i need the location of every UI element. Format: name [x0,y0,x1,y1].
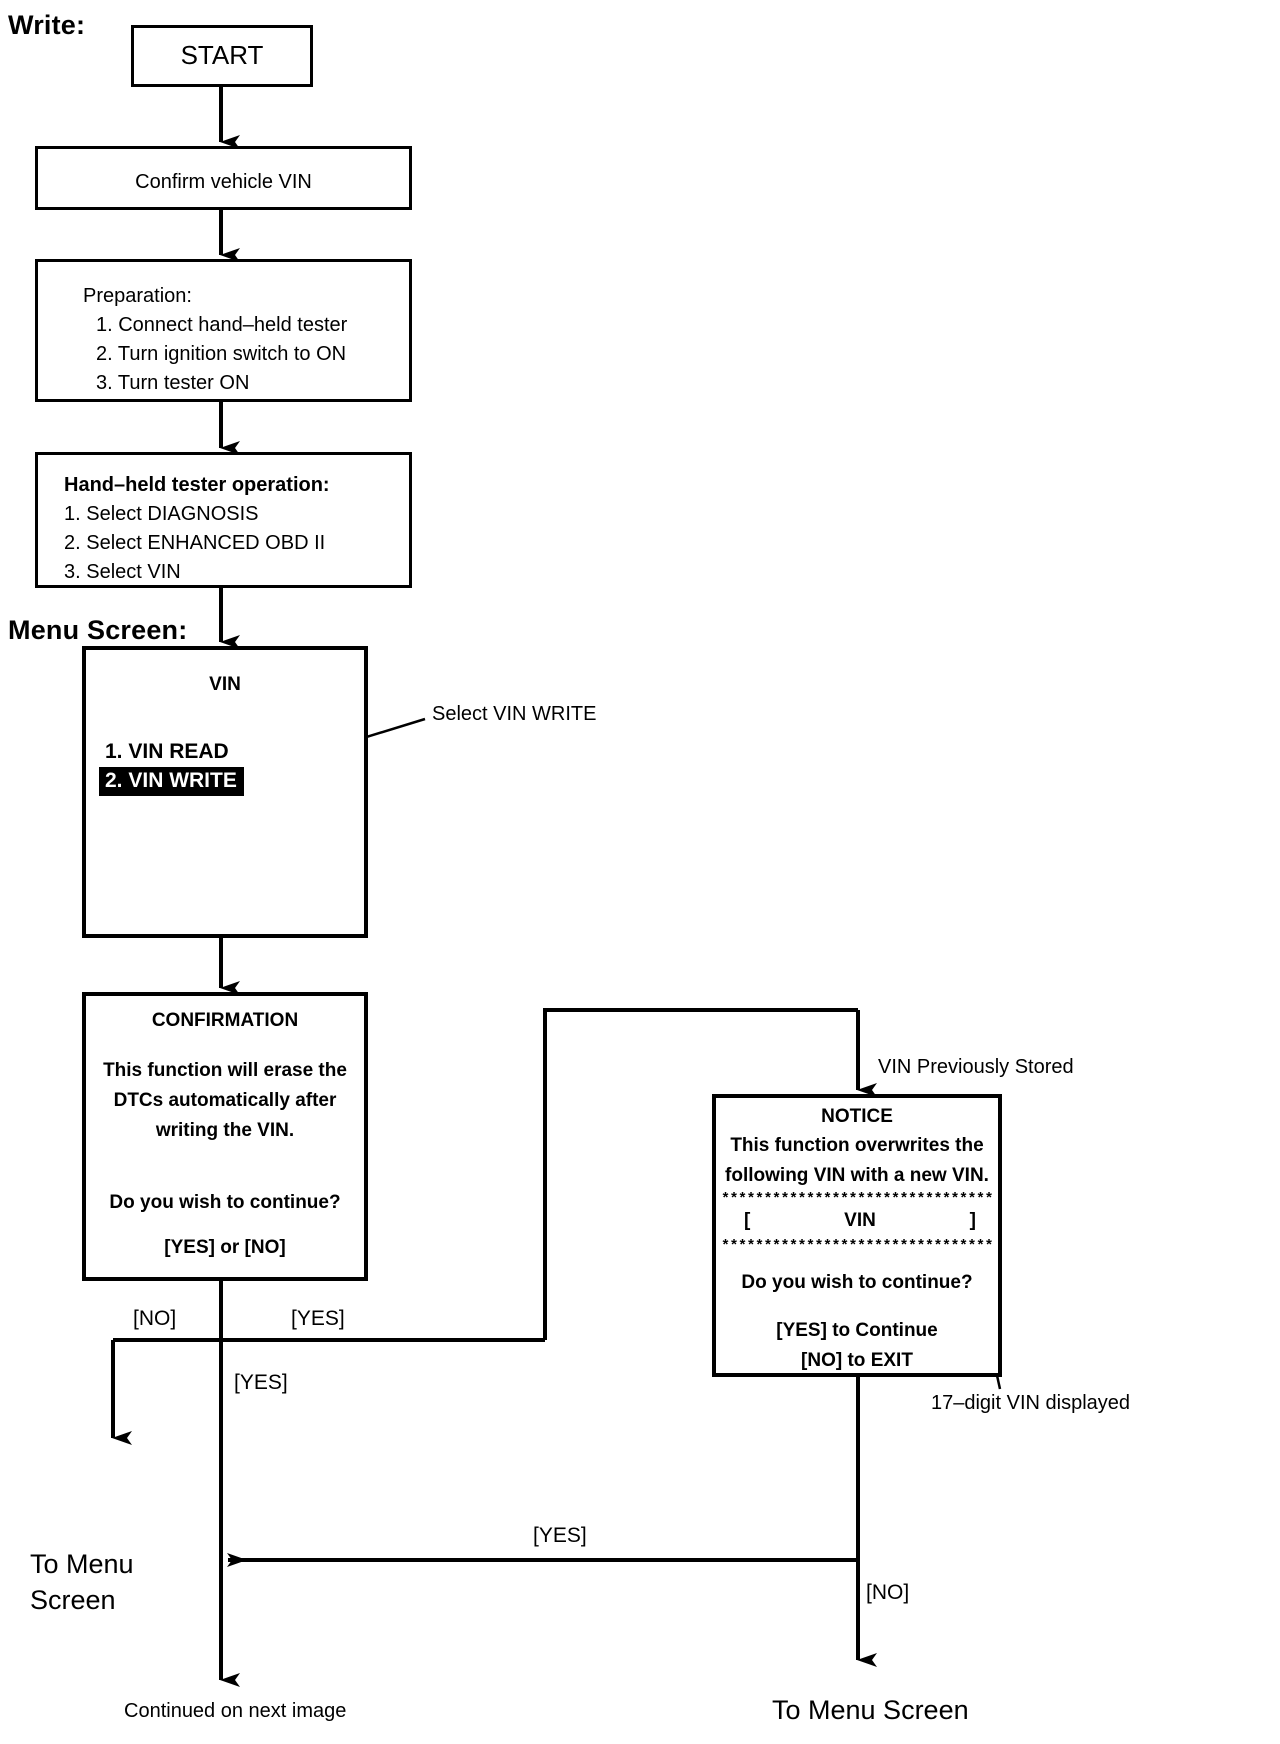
vin-menu-item-read-label: 1. VIN READ [105,740,229,763]
confirmation-question: Do you wish to continue? [109,1192,341,1213]
confirmation-options[interactable]: [YES] or [NO] [164,1237,286,1258]
annotation-17-digit-vin: 17–digit VIN displayed [931,1392,1131,1414]
confirmation-body-line-3: writing the VIN. [155,1120,295,1141]
notice-vin-row: [ ] VIN [744,1210,976,1232]
notice-separator-top: ******************************** [720,1191,994,1208]
preparation-title: Preparation: [83,285,192,307]
vin-menu-item-write-label: 2. VIN WRITE [99,767,244,796]
tester-operation-step-2: 2. Select ENHANCED OBD II [64,532,326,554]
notice-body: This function overwrites the following V… [716,1131,998,1191]
start-box-label: START [180,40,264,70]
edge-label-no-left: [NO] [133,1307,177,1330]
terminal-to-menu-screen-right: To Menu Screen [772,1695,969,1725]
annotation-vin-previously-stored: VIN Previously Stored [878,1056,1074,1078]
menu-screen-heading: Menu Screen: [8,615,188,645]
confirm-vin-label: Confirm vehicle VIN [135,171,312,193]
terminal-continued: Continued on next image [124,1700,347,1722]
start-box: START [131,25,313,87]
preparation-step-1: 1. Connect hand–held tester [96,314,348,336]
confirmation-title: CONFIRMATION [151,1010,299,1031]
confirmation-body: This function will erase the DTCs automa… [86,1056,364,1146]
vin-menu-screen: VIN 1. VIN READ 2. VIN WRITE [82,646,368,938]
notice-vin-placeholder: VIN [844,1210,876,1231]
vin-menu-items: 1. VIN READ 2. VIN WRITE [99,738,244,796]
edge-label-no-exit: [NO] [866,1581,910,1604]
annotation-select-vin-write: Select VIN WRITE [432,703,597,725]
notice-option-no[interactable]: [NO] to EXIT [801,1350,913,1371]
confirmation-body-line-2: DTCs automatically after [113,1090,337,1111]
preparation-box: Preparation: 1. Connect hand–held tester… [35,259,412,402]
vin-menu-title: VIN [209,674,241,695]
vin-menu-item-read[interactable]: 1. VIN READ [99,738,244,767]
preparation-step-3: 3. Turn tester ON [96,372,250,394]
notice-screen: NOTICE This function overwrites the foll… [712,1094,1002,1377]
preparation-content: Preparation: 1. Connect hand–held tester… [83,282,347,398]
notice-options: [YES] to Continue [NO] to EXIT [716,1316,998,1376]
tester-operation-content: Hand–held tester operation: 1. Select DI… [64,471,330,587]
notice-body-line-2: following VIN with a new VIN. [725,1165,989,1186]
write-heading: Write: [8,10,86,40]
vin-menu-item-write[interactable]: 2. VIN WRITE [99,767,244,796]
tester-operation-step-3: 3. Select VIN [64,561,181,583]
notice-option-yes[interactable]: [YES] to Continue [776,1320,938,1341]
edge-label-yes-right: [YES] [291,1307,345,1330]
tester-operation-title: Hand–held tester operation: [64,474,330,496]
edge-label-yes-return: [YES] [533,1524,587,1547]
notice-title: NOTICE [821,1106,893,1127]
tester-operation-step-1: 1. Select DIAGNOSIS [64,503,259,525]
notice-separator-bottom: ******************************** [720,1238,994,1255]
edge-label-yes-down: [YES] [234,1371,288,1394]
notice-vin-bracket-open: [ [744,1210,751,1231]
notice-body-line-1: This function overwrites the [730,1135,984,1156]
tester-operation-box: Hand–held tester operation: 1. Select DI… [35,452,412,588]
confirm-vin-box: Confirm vehicle VIN [35,146,412,210]
confirmation-screen: CONFIRMATION This function will erase th… [82,992,368,1281]
confirmation-body-line-1: This function will erase the [103,1060,347,1081]
terminal-to-menu-screen-left: To Menu Screen [30,1549,134,1615]
notice-vin-bracket-close: ] [969,1210,976,1231]
notice-question: Do you wish to continue? [741,1272,973,1293]
preparation-step-2: 2. Turn ignition switch to ON [96,343,347,365]
